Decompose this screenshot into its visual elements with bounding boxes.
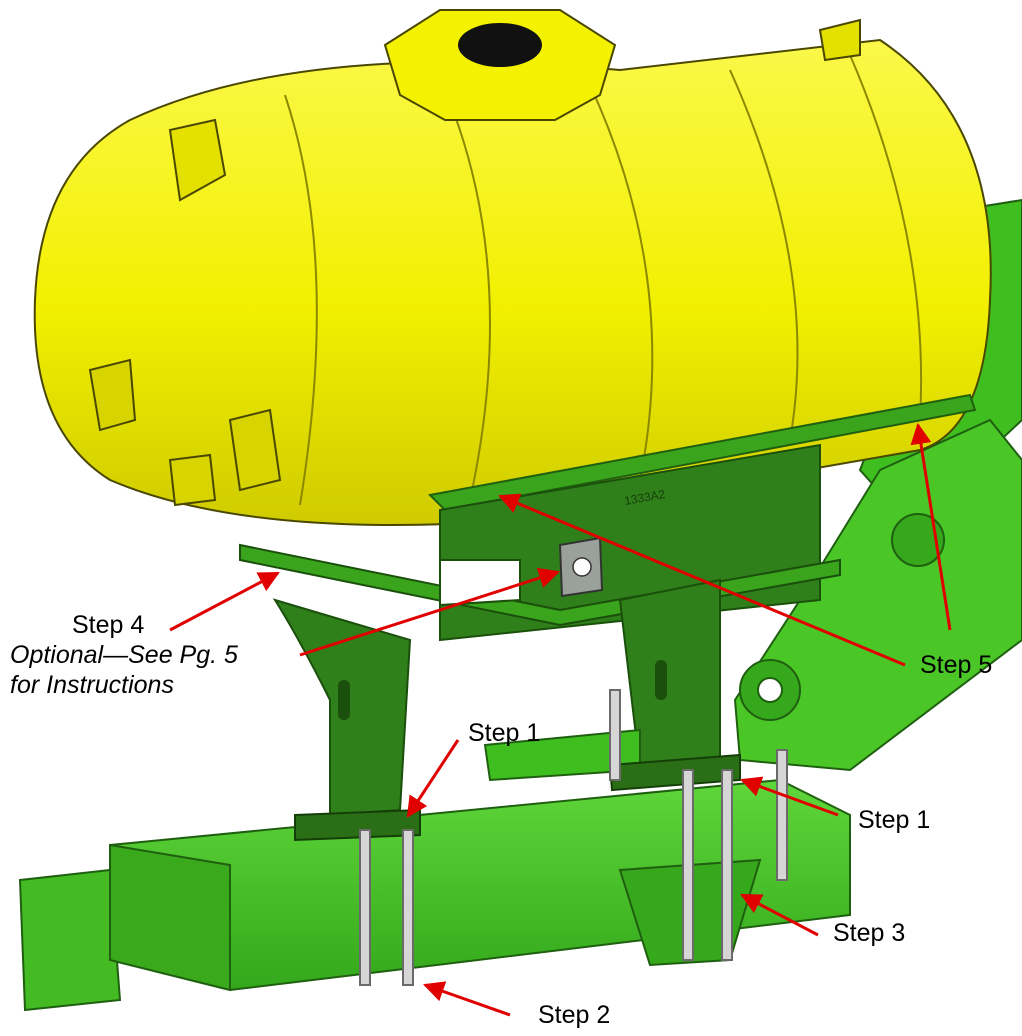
callout-arrows [169,422,952,1017]
arrow-step-5a [498,493,906,667]
label-optional-line1: Optional—See Pg. 5 [10,641,238,669]
arrow-step-4 [169,571,280,632]
label-step-2: Step 2 [538,1001,611,1029]
arrow-step-5b [910,422,952,631]
arrow-optional [299,567,560,657]
arrow-step-2 [423,981,511,1017]
spray-tank [33,9,992,526]
label-step-4: Step 4 [72,611,145,639]
arrow-step-1-left [406,739,460,818]
label-optional-line2: for Instructions [10,671,174,699]
tank-lid-icon [458,23,542,67]
label-step-1-right: Step 1 [858,806,931,834]
arrow-step-1-right [740,776,839,817]
label-step-5: Step 5 [920,651,993,679]
label-step-1-left: Step 1 [468,719,541,747]
u-bolts [359,689,788,986]
toolbar-beam [18,728,851,1012]
arrow-step-3 [740,893,819,937]
label-step-3: Step 3 [833,919,906,947]
